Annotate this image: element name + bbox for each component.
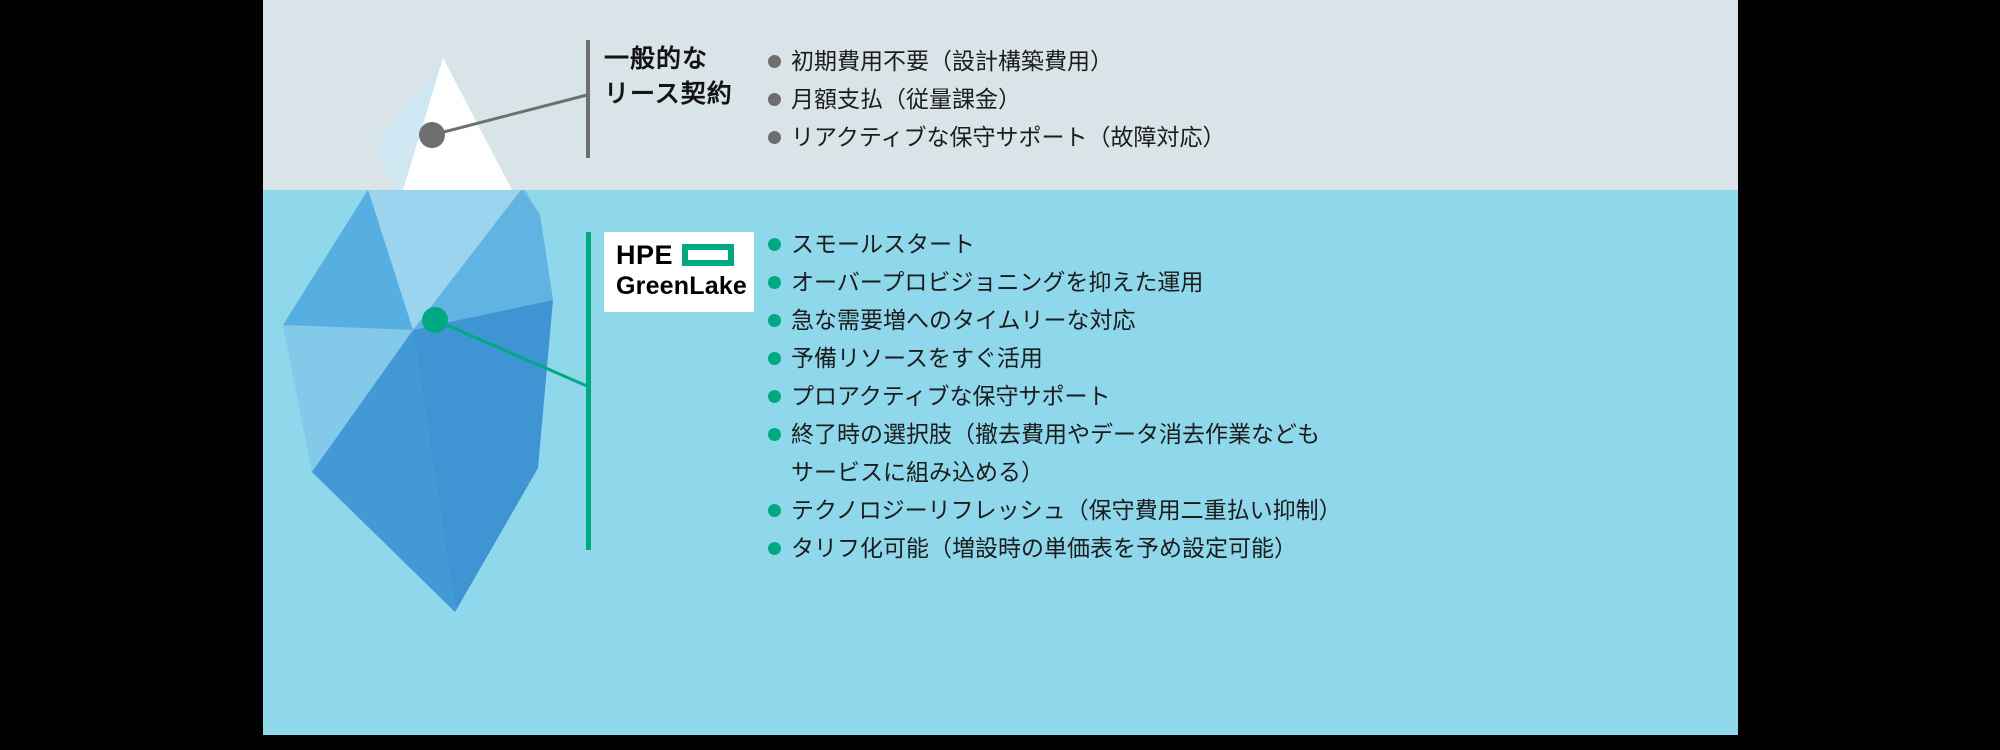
iceberg-underwater — [283, 190, 553, 612]
lease-contract-label: 一般的な リース契約 — [604, 42, 733, 112]
bullet-icon — [768, 314, 781, 327]
list-item-continuation: サービスに組み込める） — [768, 456, 1728, 489]
list-item-text: 初期費用不要（設計構築費用） — [791, 48, 1113, 74]
lease-bullet-list: 初期費用不要（設計構築費用） 月額支払（従量課金） リアクティブな保守サポート（… — [768, 42, 1225, 156]
list-item-text: プロアクティブな保守サポート — [791, 383, 1111, 409]
list-item-text: 急な需要増へのタイムリーな対応 — [791, 307, 1136, 333]
list-item-text: スモールスタート — [791, 231, 975, 257]
list-item-text: タリフ化可能（増設時の単価表を予め設定可能） — [791, 535, 1297, 561]
list-item-text: オーバープロビジョニングを抑えた運用 — [791, 269, 1204, 295]
green-dot-icon — [422, 307, 448, 333]
list-item: オーバープロビジョニングを抑えた運用 — [768, 266, 1728, 299]
iceberg-illustration — [283, 58, 588, 612]
gray-dot-icon — [419, 122, 445, 148]
list-item: 月額支払（従量課金） — [768, 80, 1225, 118]
list-item: スモールスタート — [768, 228, 1728, 261]
greenlake-bullet-list: スモールスタート オーバープロビジョニングを抑えた運用 急な需要増へのタイムリー… — [768, 228, 1728, 570]
bullet-icon — [768, 504, 781, 517]
list-item: テクノロジーリフレッシュ（保守費用二重払い抑制） — [768, 494, 1728, 527]
list-item: 初期費用不要（設計構築費用） — [768, 42, 1225, 80]
hpe-logo-text: HPE — [616, 240, 674, 270]
list-item: 予備リソースをすぐ活用 — [768, 342, 1728, 375]
list-item-text: 予備リソースをすぐ活用 — [791, 345, 1043, 371]
above-water-band — [263, 0, 1738, 190]
hpe-logo-row: HPE — [616, 241, 742, 269]
lease-divider-bar — [586, 40, 590, 158]
bullet-icon — [768, 352, 781, 365]
hpe-greenlake-logo: HPE GreenLake — [604, 232, 754, 312]
bullet-icon — [768, 131, 781, 144]
list-item-text: 終了時の選択肢（撤去費用やデータ消去作業なども — [791, 421, 1320, 447]
list-item-text: サービスに組み込める） — [791, 459, 1044, 485]
bullet-icon — [768, 390, 781, 403]
bullet-icon — [768, 55, 781, 68]
bullet-icon — [768, 276, 781, 289]
lease-label-line1: 一般的な — [604, 45, 709, 73]
list-item-text: リアクティブな保守サポート（故障対応） — [791, 124, 1226, 150]
greenlake-logo-text: GreenLake — [616, 272, 748, 300]
list-item: リアクティブな保守サポート（故障対応） — [768, 118, 1225, 156]
list-item: 終了時の選択肢（撤去費用やデータ消去作業なども — [768, 418, 1728, 451]
list-item: プロアクティブな保守サポート — [768, 380, 1728, 413]
lease-label-line2: リース契約 — [604, 80, 733, 108]
gray-connector — [419, 93, 588, 148]
green-connector — [422, 307, 588, 388]
bullet-icon — [768, 428, 781, 441]
list-item-text: テクノロジーリフレッシュ（保守費用二重払い抑制） — [791, 497, 1342, 523]
bullet-icon — [768, 542, 781, 555]
hpe-element-icon — [682, 244, 735, 266]
iceberg-tip — [375, 58, 512, 190]
list-item-text: 月額支払（従量課金） — [791, 86, 1021, 112]
list-item: タリフ化可能（増設時の単価表を予め設定可能） — [768, 532, 1728, 565]
list-item: 急な需要増へのタイムリーな対応 — [768, 304, 1728, 337]
iceberg-diagram: 一般的な リース契約 初期費用不要（設計構築費用） 月額支払（従量課金） リアク… — [263, 0, 1738, 735]
bullet-icon — [768, 93, 781, 106]
bullet-icon — [768, 238, 781, 251]
greenlake-divider-bar — [586, 232, 591, 550]
